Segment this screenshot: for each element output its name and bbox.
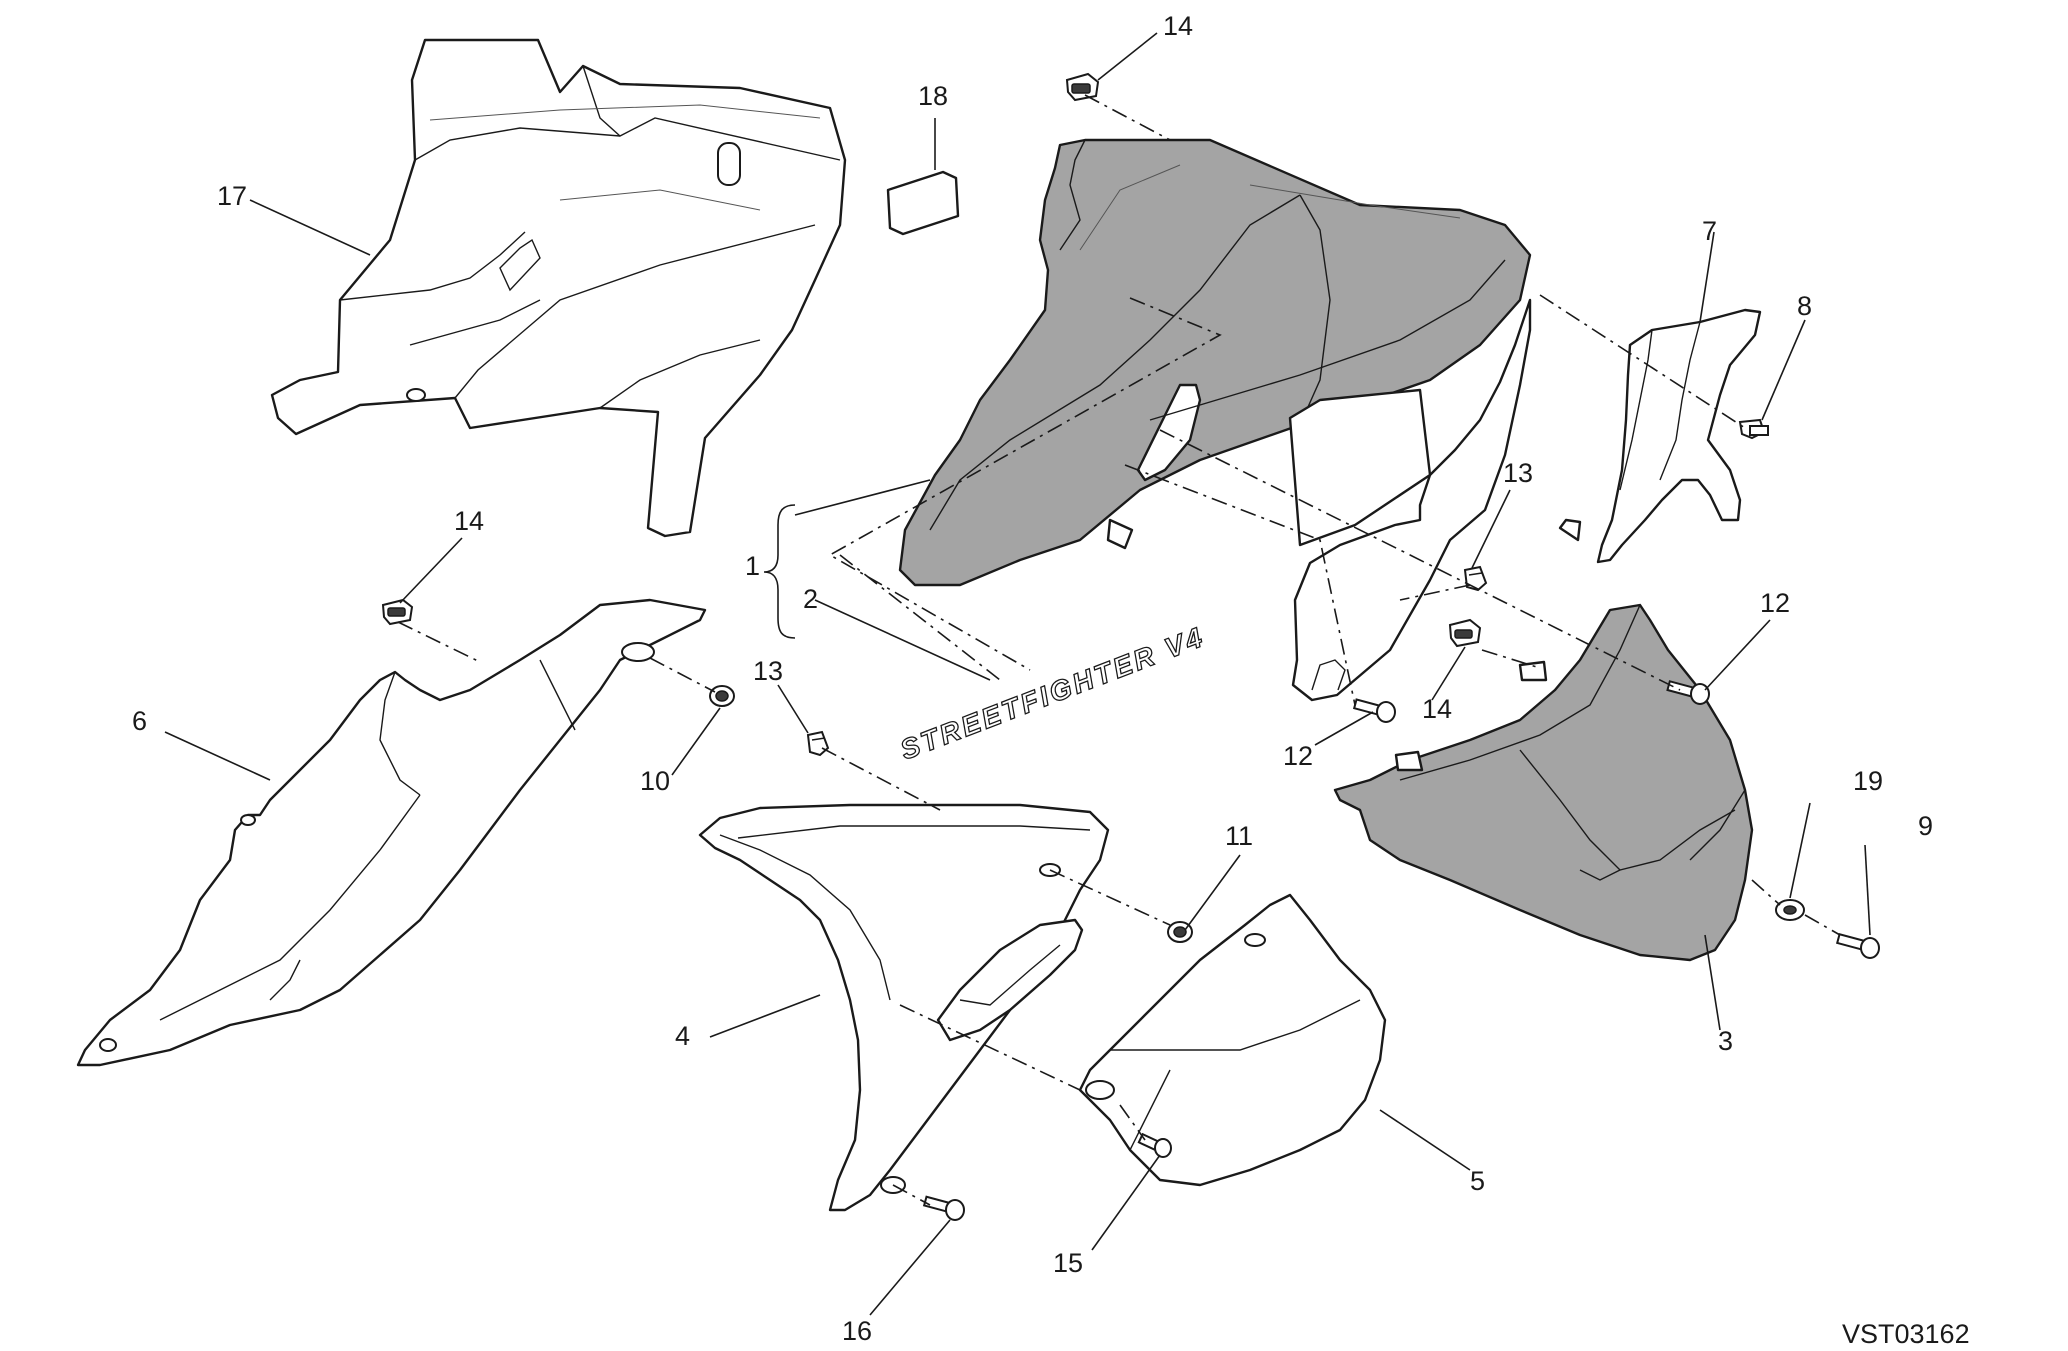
clip-13-left [806, 730, 830, 757]
callout-15: 15 [1053, 1248, 1083, 1278]
bolt-12-left [1352, 698, 1396, 723]
callout-13-right: 13 [1503, 458, 1533, 488]
part-5-lower-cover [1078, 893, 1387, 1187]
callout-9: 9 [1918, 811, 1933, 841]
part-6-belly-fairing [76, 598, 707, 1067]
part-1-main-side-panel [898, 138, 1532, 702]
clip-14-top [1065, 72, 1100, 102]
callout-2: 2 [803, 584, 818, 614]
callout-4: 4 [675, 1021, 690, 1051]
decal-lettering: STREETFIGHTER V4 [896, 621, 1209, 766]
clip-14-right [1448, 618, 1482, 648]
callout-12-left: 12 [1283, 741, 1313, 771]
bolt-12-right [1666, 680, 1710, 705]
callout-14-right: 14 [1422, 694, 1452, 724]
callout-7: 7 [1702, 216, 1717, 246]
callout-17: 17 [217, 181, 247, 211]
clip-13-right [1463, 565, 1488, 592]
part-2-decal: STREETFIGHTER V4 [895, 620, 1209, 766]
drawing-code: VST03162 [1842, 1319, 1970, 1349]
callout-11: 11 [1225, 821, 1253, 851]
callout-14-top: 14 [1163, 11, 1193, 41]
callout-6: 6 [132, 706, 147, 736]
bolt-10 [709, 685, 735, 707]
bolt-8 [1738, 418, 1769, 440]
callout-18: 18 [918, 81, 948, 111]
callout-3: 3 [1718, 1026, 1733, 1056]
clip-14-left [381, 598, 414, 626]
bolt-9 [1835, 933, 1880, 959]
callout-12-right: 12 [1760, 588, 1790, 618]
washer-19 [1775, 899, 1805, 921]
part-18-pad [886, 170, 960, 236]
callout-8: 8 [1797, 291, 1812, 321]
callout-5: 5 [1470, 1166, 1485, 1196]
callout-14-left: 14 [454, 506, 484, 536]
part-7-bracket [1558, 308, 1762, 564]
leader-lines [164, 32, 1871, 1316]
bolt-11 [1167, 921, 1193, 943]
callouts: 14 18 17 7 8 14 13 1 2 12 13 14 6 12 10 … [132, 11, 1933, 1346]
callout-16: 16 [842, 1316, 872, 1346]
part-3-lower-panel [1333, 603, 1754, 962]
callout-13-left: 13 [753, 656, 783, 686]
callout-10: 10 [640, 766, 670, 796]
part-17-left-fairing [270, 38, 847, 538]
callout-1: 1 [745, 551, 760, 581]
callout-19: 19 [1853, 766, 1883, 796]
assembly-lines [397, 94, 1841, 1206]
screw-16 [922, 1195, 965, 1221]
